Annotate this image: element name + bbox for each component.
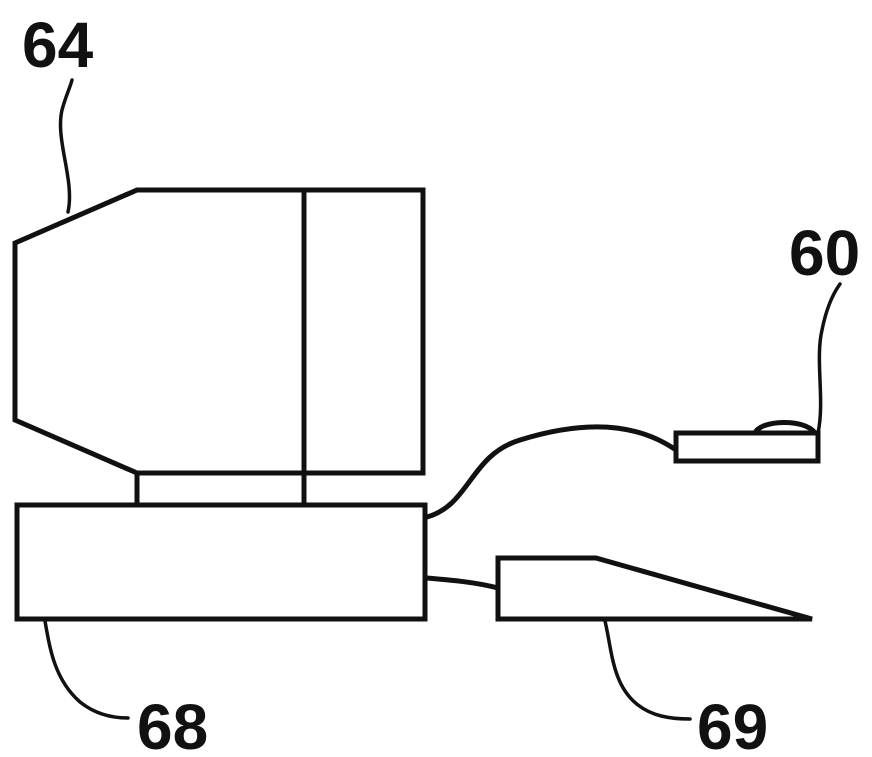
base-unit bbox=[14, 502, 428, 622]
monitor-body-outline bbox=[12, 187, 426, 476]
monitor bbox=[12, 187, 426, 476]
mouse-button bbox=[752, 420, 818, 436]
monitor-stand bbox=[134, 470, 307, 506]
leader-line-60 bbox=[816, 282, 842, 435]
ref-label-64: 64 bbox=[22, 9, 94, 81]
mouse-body bbox=[673, 430, 821, 464]
mouse bbox=[673, 420, 821, 464]
mouse-cable bbox=[424, 424, 679, 520]
leader-line-68 bbox=[43, 619, 130, 720]
leader-line-64 bbox=[58, 78, 74, 214]
ref-label-60: 60 bbox=[789, 217, 860, 289]
keyboard bbox=[495, 555, 813, 622]
ref-label-69: 69 bbox=[697, 691, 768, 757]
keyboard-cable bbox=[424, 575, 501, 591]
leader-line-69 bbox=[603, 619, 692, 721]
ref-label-68: 68 bbox=[137, 691, 208, 757]
